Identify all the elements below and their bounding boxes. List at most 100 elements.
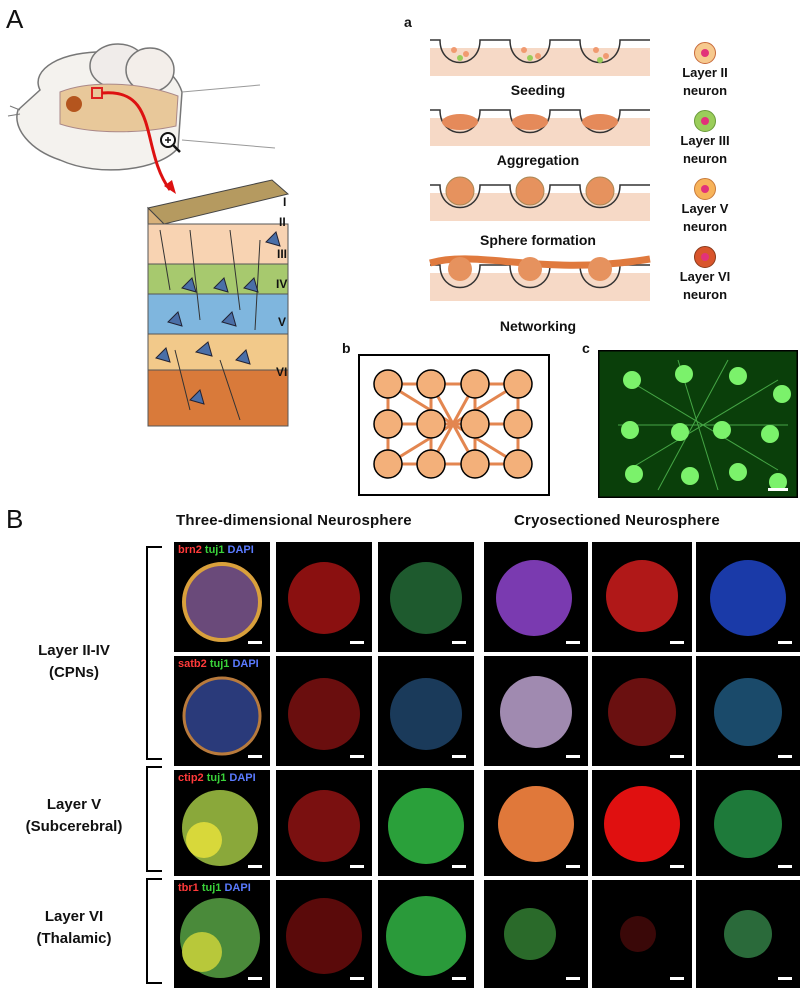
panel-letter-c: c bbox=[582, 340, 590, 356]
layer-label: IV bbox=[276, 277, 287, 291]
micrograph-merge: tbr1 tuj1 DAPI bbox=[174, 880, 270, 988]
micrograph-green bbox=[378, 770, 474, 876]
row-group-label: Layer VI (Thalamic) bbox=[4, 906, 144, 950]
micrograph-cryo-green bbox=[696, 880, 800, 988]
legend-item: Layer III neuron bbox=[660, 110, 750, 168]
scale-bar bbox=[350, 755, 364, 758]
micrograph-merge: brn2 tuj1 DAPI bbox=[174, 542, 270, 652]
aggregation-wells bbox=[430, 109, 650, 146]
micrograph-merge: satb2 tuj1 DAPI bbox=[174, 656, 270, 766]
group-bracket bbox=[146, 766, 162, 872]
row-group-line1: Layer VI bbox=[44, 908, 104, 925]
neuron-legend: Layer II neuron Layer III neuron Layer V… bbox=[660, 42, 750, 322]
row-group-line2: (CPNs) bbox=[48, 664, 99, 681]
micrograph-red bbox=[276, 770, 372, 876]
scale-bar bbox=[670, 865, 684, 868]
stain-legend: tbr1 tuj1 DAPI bbox=[178, 882, 251, 894]
row-group-label: Layer V (Subcerebral) bbox=[4, 794, 144, 838]
neuron-swatch bbox=[694, 178, 716, 200]
mouse-head bbox=[7, 43, 276, 171]
micrograph-cryo-blue bbox=[696, 656, 800, 766]
micrograph-cryo-merge bbox=[484, 542, 588, 652]
micrograph-cryo-green bbox=[696, 770, 800, 876]
mouse-cortex-illustration: I II III IV V VI bbox=[7, 43, 290, 427]
scale-bar bbox=[248, 865, 262, 868]
layer-label: V bbox=[278, 315, 286, 329]
workflow-steps bbox=[429, 39, 651, 301]
micrograph-merge: ctip2 tuj1 DAPI bbox=[174, 770, 270, 876]
micrograph-green bbox=[378, 880, 474, 988]
layer-label: III bbox=[277, 247, 287, 261]
micrograph-cryo-merge bbox=[484, 656, 588, 766]
column-heading-3d: Three-dimensional Neurosphere bbox=[176, 512, 412, 529]
legend-item: Layer VI neuron bbox=[660, 246, 750, 304]
scale-bar bbox=[248, 977, 262, 980]
panel-letter-a: a bbox=[404, 14, 412, 30]
sphere-wells bbox=[430, 176, 650, 221]
micrograph-cryo-merge bbox=[484, 880, 588, 988]
seeding-wells bbox=[430, 39, 650, 76]
row-group-line1: Layer V bbox=[46, 796, 102, 813]
scale-bar bbox=[350, 641, 364, 644]
scale-bar bbox=[452, 641, 466, 644]
fluorescence-network-image bbox=[598, 350, 798, 498]
scale-bar bbox=[350, 865, 364, 868]
networking-wells bbox=[429, 255, 651, 301]
scale-bar bbox=[350, 977, 364, 980]
neuron-swatch bbox=[694, 246, 716, 268]
row-group-line2: (Thalamic) bbox=[36, 930, 112, 947]
scale-bar bbox=[452, 755, 466, 758]
panel-letter-B: B bbox=[6, 504, 24, 534]
micrograph-grid: brn2 tuj1 DAPI satb2 tuj1 DAPI ctip2 tuj… bbox=[174, 542, 804, 988]
scale-bar bbox=[452, 977, 466, 980]
micrograph-cryo-red bbox=[592, 656, 692, 766]
network-schematic bbox=[358, 354, 550, 496]
stain-legend: satb2 tuj1 DAPI bbox=[178, 658, 259, 670]
cortex-block bbox=[147, 179, 290, 427]
legend-label-1: Layer III bbox=[680, 133, 730, 148]
group-bracket bbox=[146, 878, 162, 984]
legend-label-2: neuron bbox=[682, 287, 728, 302]
neuron-swatch bbox=[694, 42, 716, 64]
micrograph-cryo-blue bbox=[696, 542, 800, 652]
scale-bar bbox=[248, 641, 262, 644]
step-label: Aggregation bbox=[496, 152, 580, 168]
scale-bar bbox=[670, 641, 684, 644]
legend-label-1: Layer VI bbox=[679, 269, 731, 284]
magnifier-icon bbox=[160, 132, 181, 153]
micrograph-red bbox=[276, 880, 372, 988]
legend-label-2: neuron bbox=[682, 219, 728, 234]
micrograph-red bbox=[276, 656, 372, 766]
panel-letter-b: b bbox=[342, 340, 351, 356]
step-label: Networking bbox=[499, 318, 577, 334]
scale-bar bbox=[566, 865, 580, 868]
micrograph-cryo-red bbox=[592, 770, 692, 876]
row-group-line2: (Subcerebral) bbox=[25, 818, 123, 835]
layer-label: VI bbox=[276, 365, 287, 379]
panel-letter-A: A bbox=[6, 4, 24, 34]
column-heading-cryo: Cryosectioned Neurosphere bbox=[514, 512, 720, 529]
scale-bar bbox=[778, 977, 792, 980]
legend-item: Layer II neuron bbox=[660, 42, 750, 100]
row-group-line1: Layer II-IV bbox=[38, 642, 110, 659]
group-bracket bbox=[146, 546, 162, 760]
legend-label-1: Layer II bbox=[682, 65, 728, 80]
scale-bar bbox=[566, 641, 580, 644]
scale-bar bbox=[778, 865, 792, 868]
legend-label-2: neuron bbox=[682, 83, 728, 98]
scale-bar bbox=[778, 755, 792, 758]
micrograph-cryo-red bbox=[592, 880, 692, 988]
micrograph-cryo-red bbox=[592, 542, 692, 652]
stain-legend: ctip2 tuj1 DAPI bbox=[178, 772, 256, 784]
scale-bar bbox=[670, 755, 684, 758]
layer-label: I bbox=[283, 195, 286, 209]
step-label: Sphere formation bbox=[480, 232, 596, 248]
layer-label: II bbox=[279, 215, 286, 229]
scale-bar bbox=[670, 977, 684, 980]
legend-label-1: Layer V bbox=[681, 201, 729, 216]
scale-bar bbox=[778, 641, 792, 644]
scale-bar bbox=[566, 755, 580, 758]
legend-label-2: neuron bbox=[682, 151, 728, 166]
stain-legend: brn2 tuj1 DAPI bbox=[178, 544, 254, 556]
scale-bar bbox=[248, 755, 262, 758]
